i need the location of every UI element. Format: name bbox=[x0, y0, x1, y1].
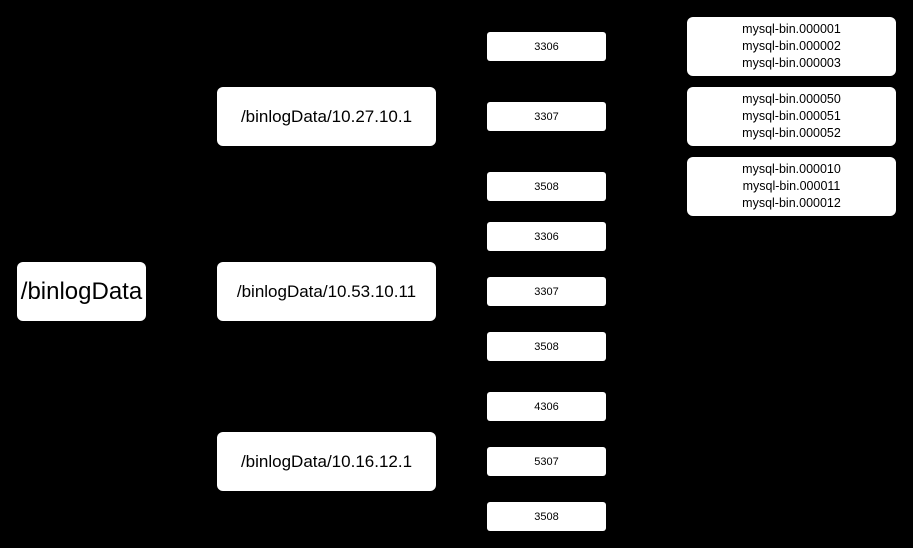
host-label: /binlogData/10.16.12.1 bbox=[240, 451, 413, 471]
port-label: 3307 bbox=[534, 110, 559, 123]
binlog-file-list: mysql-bin.000050 mysql-bin.000051 mysql-… bbox=[687, 87, 896, 146]
port-node: 3307 bbox=[487, 277, 606, 306]
binlog-file: mysql-bin.000050 bbox=[742, 92, 841, 106]
port-node: 3508 bbox=[487, 502, 606, 531]
binlog-file-list: mysql-bin.000001 mysql-bin.000002 mysql-… bbox=[687, 17, 896, 76]
binlog-file: mysql-bin.000012 bbox=[742, 196, 841, 210]
binlog-file: mysql-bin.000002 bbox=[742, 39, 841, 53]
port-node: 3307 bbox=[487, 102, 606, 131]
host-node-10-16-12-1: /binlogData/10.16.12.1 bbox=[217, 432, 436, 491]
port-node: 3508 bbox=[487, 332, 606, 361]
port-label: 3508 bbox=[534, 180, 559, 193]
binlog-file-list: mysql-bin.000010 mysql-bin.000011 mysql-… bbox=[687, 157, 896, 216]
binlog-file: mysql-bin.000001 bbox=[742, 22, 841, 36]
port-node: 3508 bbox=[487, 172, 606, 201]
binlog-file: mysql-bin.000052 bbox=[742, 126, 841, 140]
port-node: 4306 bbox=[487, 392, 606, 421]
port-node: 3306 bbox=[487, 32, 606, 61]
port-label: 3307 bbox=[534, 285, 559, 298]
binlog-file: mysql-bin.000011 bbox=[742, 179, 841, 193]
binlog-file: mysql-bin.000051 bbox=[742, 109, 841, 123]
port-label: 3306 bbox=[534, 40, 559, 53]
host-node-10-53-10-11: /binlogData/10.53.10.11 bbox=[217, 262, 436, 321]
port-node: 5307 bbox=[487, 447, 606, 476]
port-label: 3306 bbox=[534, 230, 559, 243]
host-label: /binlogData/10.53.10.11 bbox=[236, 281, 417, 301]
host-node-10-27-10-1: /binlogData/10.27.10.1 bbox=[217, 87, 436, 146]
port-label: 4306 bbox=[534, 400, 559, 413]
binlog-file: mysql-bin.000010 bbox=[742, 162, 841, 176]
port-label: 5307 bbox=[534, 455, 559, 468]
host-label: /binlogData/10.27.10.1 bbox=[240, 106, 413, 126]
port-label: 3508 bbox=[534, 340, 559, 353]
root-directory-node: /binlogData bbox=[17, 262, 146, 321]
port-label: 3508 bbox=[534, 510, 559, 523]
binlog-file: mysql-bin.000003 bbox=[742, 56, 841, 70]
port-node: 3306 bbox=[487, 222, 606, 251]
root-directory-label: /binlogData bbox=[20, 277, 143, 305]
